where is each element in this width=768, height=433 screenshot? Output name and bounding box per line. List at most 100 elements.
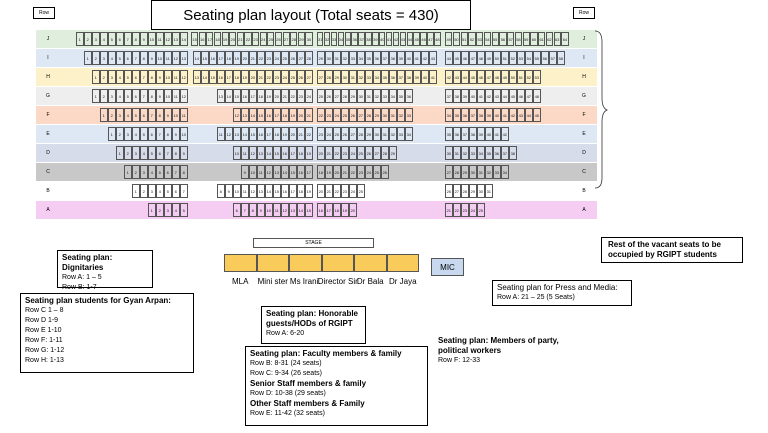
seat: 26 — [325, 89, 333, 103]
seat: 27 — [445, 165, 453, 179]
seat: 7 — [172, 165, 180, 179]
seat: 63 — [553, 32, 561, 46]
seat: 27 — [333, 89, 341, 103]
seat: 47 — [485, 70, 493, 84]
seat: 32 — [389, 127, 397, 141]
seat: 5 — [156, 165, 164, 179]
seat: 42 — [501, 127, 509, 141]
row-label: G — [582, 93, 586, 99]
dignitary-chair — [224, 254, 257, 272]
seat: 47 — [427, 32, 434, 46]
seat: 44 — [525, 108, 533, 122]
seat: 53 — [533, 70, 541, 84]
seat: 44 — [461, 70, 469, 84]
seat: 11 — [172, 89, 180, 103]
seat: 32 — [397, 108, 405, 122]
gyan-arpan-line: Row F: 1-11 — [25, 337, 63, 344]
seat: 6 — [132, 89, 140, 103]
seat: 30 — [357, 89, 365, 103]
seat: 23 — [341, 184, 349, 198]
gyan-arpan-line: Row E 1-10 — [25, 327, 62, 334]
seat: 35 — [344, 32, 352, 46]
gyan-arpan-box: Seating plan students for Gyan Arpan: Ro… — [20, 293, 194, 373]
row-label: B — [46, 188, 50, 194]
press-media-title: Seating plan for Press and Media: — [497, 283, 618, 292]
seat: 27 — [357, 108, 365, 122]
seat: 13 — [289, 203, 297, 217]
seat: 16 — [281, 184, 289, 198]
faculty-box: Seating plan: Faculty members & family R… — [245, 346, 428, 426]
seat: 21 — [257, 70, 265, 84]
seat: 30 — [477, 184, 485, 198]
seat: 31 — [365, 89, 373, 103]
seat: 18 — [333, 203, 341, 217]
seat: 36 — [351, 32, 358, 46]
seat: 37 — [445, 89, 453, 103]
seat: 28 — [381, 146, 389, 160]
seat: 37 — [469, 108, 477, 122]
seat: 22 — [289, 89, 297, 103]
seat: 15 — [249, 127, 257, 141]
seat: 12 — [225, 127, 233, 141]
seat: 37 — [397, 70, 405, 84]
seat: 23 — [357, 165, 365, 179]
seat: 52 — [525, 70, 533, 84]
seat: 46 — [517, 89, 525, 103]
seat: 4 — [140, 146, 148, 160]
seat-row-band — [36, 125, 597, 143]
seat: 19 — [305, 184, 313, 198]
seat: 23 — [341, 146, 349, 160]
seat: 50 — [493, 51, 501, 65]
seat: 15 — [191, 32, 199, 46]
row-label: D — [582, 150, 586, 156]
row-label: I — [47, 55, 49, 61]
seat: 38 — [405, 70, 413, 84]
seat: 29 — [333, 70, 341, 84]
seat: 33 — [493, 165, 501, 179]
seat: 10 — [164, 70, 172, 84]
seat: 17 — [289, 146, 297, 160]
seat: 2 — [100, 70, 108, 84]
seat: 34 — [357, 51, 365, 65]
seat: 2 — [108, 108, 116, 122]
seat: 9 — [257, 203, 265, 217]
seat: 43 — [517, 108, 525, 122]
seat: 1 — [100, 108, 108, 122]
seat: 39 — [397, 51, 405, 65]
seat: 25 — [477, 203, 485, 217]
row-label: A — [582, 207, 586, 213]
seat: 10 — [249, 165, 257, 179]
seat: 5 — [164, 184, 172, 198]
seat: 8 — [217, 184, 225, 198]
seat: 44 — [501, 89, 509, 103]
seat: 28 — [290, 32, 298, 46]
seat: 5 — [124, 89, 132, 103]
seat: 30 — [341, 70, 349, 84]
seat: 1 — [124, 165, 132, 179]
seat: 32 — [323, 32, 331, 46]
seat: 7 — [124, 32, 132, 46]
seat: 18 — [297, 146, 305, 160]
seat: 37 — [461, 127, 469, 141]
seat: 1 — [132, 184, 140, 198]
row-header-left: Row — [33, 7, 55, 19]
seat: 14 — [281, 165, 289, 179]
seat: 21 — [281, 89, 289, 103]
seat: 21 — [341, 165, 349, 179]
seat: 31 — [389, 108, 397, 122]
seat: 46 — [420, 32, 427, 46]
faculty-title: Seating plan: Faculty members & family — [250, 349, 402, 358]
seat: 34 — [477, 146, 485, 160]
seat: 52 — [468, 32, 476, 46]
seat-row-band — [36, 68, 597, 86]
seat-row-band — [36, 182, 597, 200]
seat: 24 — [333, 108, 341, 122]
seat: 3 — [116, 108, 124, 122]
seat: 22 — [333, 146, 341, 160]
senior-staff-title: Senior Staff members & family — [250, 379, 367, 388]
seat: 5 — [116, 51, 124, 65]
seat: 20 — [297, 108, 305, 122]
seat: 25 — [317, 89, 325, 103]
seat: 39 — [372, 32, 379, 46]
dignitary-chair — [289, 254, 322, 272]
